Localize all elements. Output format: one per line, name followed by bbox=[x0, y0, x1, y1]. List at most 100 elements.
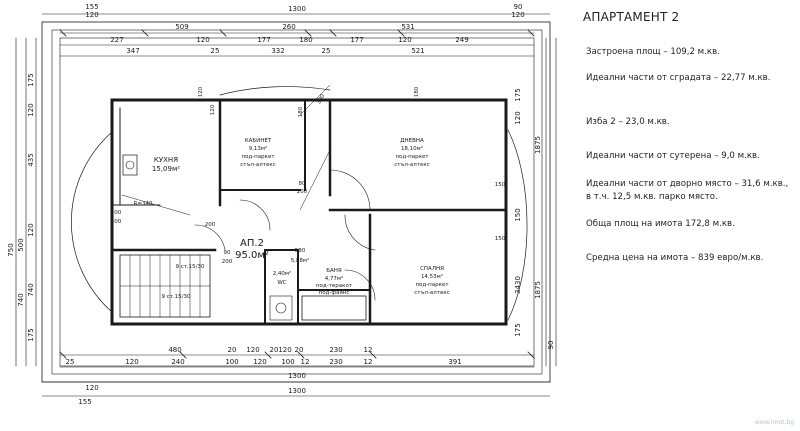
info-total-area: Обща площ на имота 172,8 м.кв. bbox=[586, 219, 735, 229]
dim-inner-2: 120 bbox=[210, 104, 216, 115]
dim-top-row3-2: 25 bbox=[211, 47, 220, 55]
wc-name: WC bbox=[277, 280, 286, 286]
dim-bottom-total-2: 1300 bbox=[288, 387, 306, 395]
info-built-area: Застроена площ – 109,2 м.кв. bbox=[586, 47, 720, 57]
dim-top-row3-3: 332 bbox=[271, 47, 284, 55]
dim-inner-13: 150 bbox=[495, 182, 506, 188]
dim-bottom-row2-9: 12 bbox=[364, 358, 373, 366]
dim-right-3: 1875 bbox=[534, 136, 542, 154]
dim-bottom-row1-6: 20 bbox=[295, 346, 304, 354]
outer-dimension-frame bbox=[41, 21, 551, 383]
dim-top-row2-3: 177 bbox=[257, 36, 270, 44]
dim-right-4: 150 bbox=[514, 208, 522, 221]
dim-left-9: 740 bbox=[17, 293, 25, 306]
dim-left-6: 120 bbox=[27, 223, 35, 236]
dim-top-row1-3: 531 bbox=[401, 23, 414, 31]
dim-left-4: 750 bbox=[7, 243, 15, 256]
living-area: 18,10м² bbox=[401, 145, 423, 152]
dim-bottom-row1-5: 120 bbox=[278, 346, 291, 354]
bath-wall: под-фаянс bbox=[319, 290, 350, 296]
stair-label-2: 9 ст.15/30 bbox=[161, 294, 191, 300]
dim-bottom-row2-2: 120 bbox=[125, 358, 138, 366]
study-ceiling: стъл-алтекс bbox=[240, 162, 275, 168]
info-price: Средна цена на имота – 839 евро/м.кв. bbox=[586, 253, 764, 263]
hall-name: АП.2 bbox=[240, 238, 264, 249]
dim-bottom-row1-7: 230 bbox=[329, 346, 342, 354]
bedroom-area: 14,53м² bbox=[421, 273, 443, 280]
dim-bottom-row2-7: 12 bbox=[301, 358, 310, 366]
bedroom-floor: под-паркет bbox=[415, 282, 449, 288]
dim-top-row3-4: 25 bbox=[322, 47, 331, 55]
radius-label: R=340 bbox=[134, 201, 153, 207]
dim-inner-6: 200 bbox=[111, 219, 122, 225]
dim-right-5: 3430 bbox=[514, 276, 522, 294]
info-basement: Изба 2 – 23,0 м.кв. bbox=[586, 117, 670, 127]
dim-top-row1-2: 260 bbox=[282, 23, 295, 31]
dim-right-1: 175 bbox=[514, 88, 522, 101]
dim-bottom-row1-1: 480 bbox=[168, 346, 181, 354]
watermark: www.imot.bg bbox=[754, 419, 794, 426]
dim-inner-4: 180 bbox=[414, 86, 420, 97]
dim-bottom-row1-4: 20 bbox=[270, 346, 279, 354]
dim-top-outer-2: 120 bbox=[85, 11, 98, 19]
dim-inner-7: 100 bbox=[111, 210, 122, 216]
small-area: 5,88м² bbox=[291, 257, 310, 264]
kitchen-area: 15,09м² bbox=[152, 165, 180, 173]
dim-bottom-row1-3: 120 bbox=[246, 346, 259, 354]
dim-inner-11: 80 bbox=[299, 181, 306, 187]
hall-small-area: 4,77м² bbox=[325, 275, 344, 282]
info-basement-share: Идеални части от сутерена – 9,0 м.кв. bbox=[586, 151, 760, 161]
dim-top-right-1: 90 bbox=[514, 3, 523, 11]
bedroom-ceiling: стъл-алтекс bbox=[414, 290, 449, 296]
small-dim: 580 bbox=[295, 248, 306, 254]
dim-top-row2-4: 180 bbox=[299, 36, 312, 44]
dim-bottom-row2-5: 120 bbox=[253, 358, 266, 366]
dim-bottom-row2-6: 100 bbox=[281, 358, 294, 366]
dim-inner-5: 300 bbox=[316, 93, 327, 106]
dim-top-row3-1: 347 bbox=[126, 47, 139, 55]
dim-top-row3-5: 521 bbox=[411, 47, 424, 55]
dim-top-total: 1300 bbox=[288, 5, 306, 13]
dim-top-row2-7: 249 bbox=[455, 36, 468, 44]
dim-top-right-2: 120 bbox=[511, 11, 524, 19]
dim-inner-14: 150 bbox=[495, 236, 506, 242]
info-yard-share: Идеални части от дворно място – 31,6 м.к… bbox=[586, 179, 789, 202]
bath-name: БАНЯ bbox=[326, 268, 342, 274]
dim-bottom-row2-3: 240 bbox=[171, 358, 184, 366]
dim-top-row2-5: 177 bbox=[350, 36, 363, 44]
dim-bottom-left-2: 155 bbox=[78, 398, 91, 406]
dim-top-row2-1: 227 bbox=[110, 36, 123, 44]
stair-label-1: 9 ст.15/30 bbox=[175, 264, 205, 270]
dim-bottom-left-1: 120 bbox=[85, 384, 98, 392]
apartment-title: АПАРТАМЕНТ 2 bbox=[583, 10, 680, 24]
dim-inner-10: 200 bbox=[297, 189, 308, 195]
dim-top-row2-2: 120 bbox=[196, 36, 209, 44]
bath-floor: под-теракот bbox=[316, 283, 353, 289]
floor-plan-drawing: 155 120 1300 90 120 509 260 531 227 120 … bbox=[7, 3, 557, 406]
floor-plan: 155 120 1300 90 120 509 260 531 227 120 … bbox=[7, 3, 557, 406]
kitchen-name: КУХНЯ bbox=[154, 156, 178, 164]
dim-right-2: 120 bbox=[514, 111, 522, 124]
study-name: КАБИНЕТ bbox=[245, 138, 272, 144]
study-floor: под-паркет bbox=[241, 154, 275, 160]
bedroom-name: СПАЛНЯ bbox=[420, 266, 444, 272]
dim-inner-8: 200 bbox=[222, 259, 233, 265]
living-floor: под-паркет bbox=[395, 154, 429, 160]
dim-left-8: 175 bbox=[27, 328, 35, 341]
dim-top-row2-6: 120 bbox=[398, 36, 411, 44]
dim-left-5: 500 bbox=[17, 238, 25, 251]
wc-area: 2,40м² bbox=[273, 270, 292, 277]
dim-inner-3: 180 bbox=[298, 106, 304, 117]
dim-bottom-total: 1300 bbox=[288, 372, 306, 380]
dim-inner-12: 200 bbox=[205, 222, 216, 228]
dim-left-1: 175 bbox=[27, 73, 35, 86]
dim-left-3: 435 bbox=[27, 153, 35, 166]
dim-bottom-row2-8: 230 bbox=[329, 358, 342, 366]
apartment-info-panel: АПАРТАМЕНТ 2 Застроена площ – 109,2 м.кв… bbox=[583, 0, 797, 431]
dim-bottom-row2-10: 391 bbox=[448, 358, 461, 366]
dim-right-8: 90 bbox=[547, 341, 555, 350]
living-ceiling: стъл-алтекс bbox=[394, 162, 429, 168]
info-building-share: Идеални части от сградата – 22,77 м.кв. bbox=[586, 73, 771, 83]
hall-area: 95.0м² bbox=[235, 250, 269, 261]
dim-inner-1: 120 bbox=[198, 86, 204, 97]
